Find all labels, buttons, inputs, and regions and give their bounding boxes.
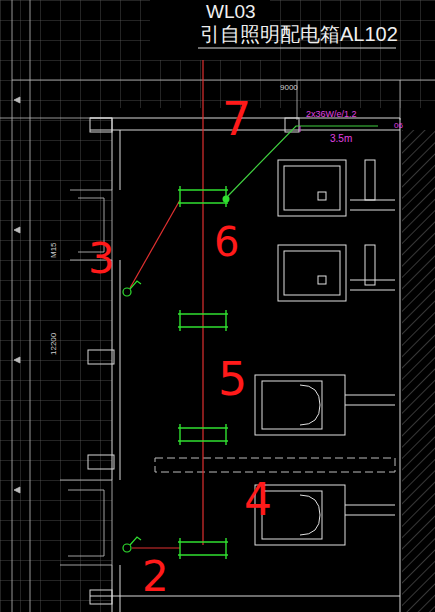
plan-annotation: 引自照明配电箱AL102 — [200, 24, 398, 44]
callout-number: 2 — [142, 556, 169, 598]
plan-annotation: WL03 — [206, 2, 256, 21]
plan-annotation: 12200 — [50, 333, 58, 355]
walls — [88, 118, 400, 612]
sanitary-fixture — [255, 160, 395, 545]
floor-tiles — [0, 0, 112, 612]
callout-number: 3 — [88, 238, 115, 280]
floor-tiles — [112, 0, 435, 108]
plan-annotation: 3.5m — [330, 134, 352, 144]
plan-annotation: M15 — [50, 242, 58, 258]
leader-tick — [300, 126, 301, 132]
switch-symbol — [123, 281, 141, 552]
callout-number: 5 — [218, 356, 247, 402]
plan-annotation: 2x36W/e/1.2 — [306, 110, 357, 119]
wiring — [130, 60, 378, 548]
plan-annotation: 06 — [394, 122, 403, 130]
callout-number: 4 — [244, 478, 272, 522]
partition-dashed — [155, 458, 395, 472]
callout-number: 7 — [222, 96, 251, 142]
callout-number: 6 — [214, 222, 239, 262]
hatched-wall — [402, 130, 435, 612]
leader-underline — [198, 48, 396, 49]
plan-annotation: 9000 — [280, 84, 298, 92]
